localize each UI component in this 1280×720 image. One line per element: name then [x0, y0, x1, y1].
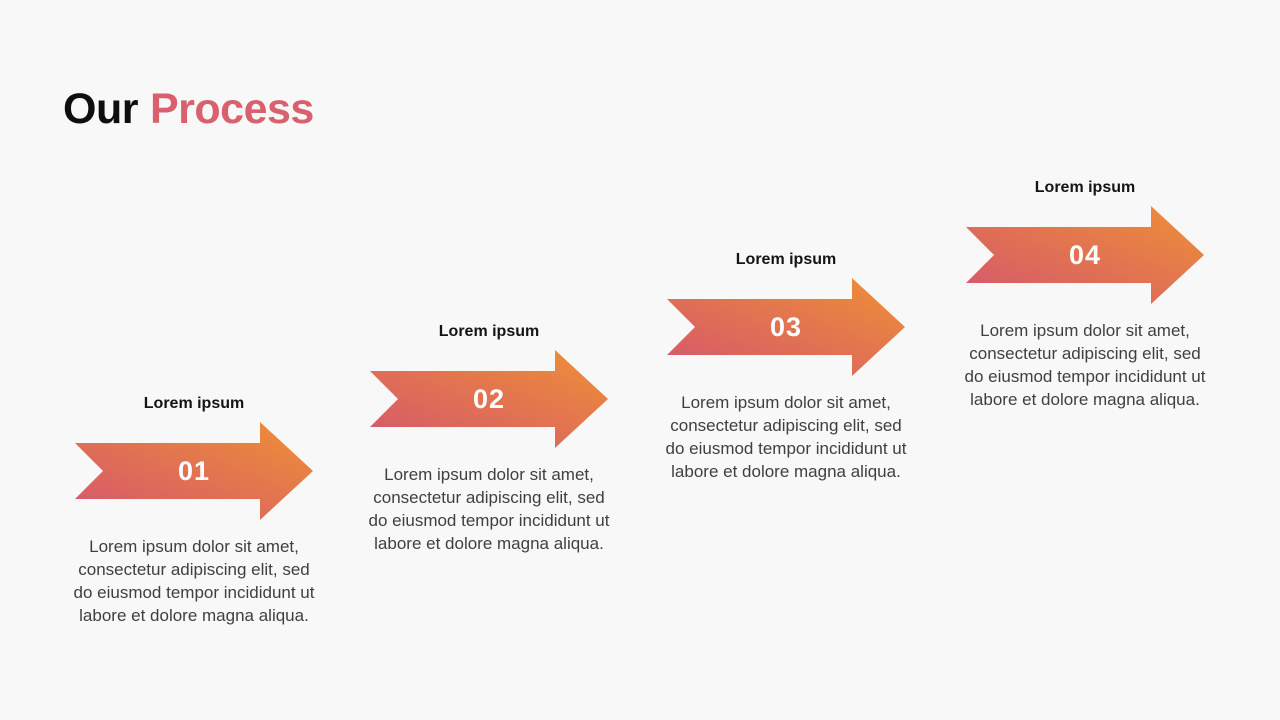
title-accent: Process: [149, 85, 314, 133]
process-step-4: Lorem ipsum 04 Lorem ipsum dolor sit ame…: [960, 178, 1210, 411]
step-description: Lorem ipsum dolor sit amet, consectetur …: [73, 537, 315, 625]
right-arrow-icon: [966, 206, 1204, 304]
step-number: 04: [1068, 239, 1102, 270]
step-number: 03: [769, 311, 803, 342]
step-description: Lorem ipsum dolor sit amet, consectetur …: [665, 393, 907, 481]
step-description: Lorem ipsum dolor sit amet, consectetur …: [964, 321, 1206, 409]
arrow-shape: 04: [966, 206, 1204, 304]
process-step-1: Lorem ipsum 01 Lorem ipsum dolor sit ame…: [69, 394, 319, 627]
step-number: 02: [472, 383, 506, 414]
process-step-2: Lorem ipsum 02 Lorem ipsum dolor sit ame…: [364, 322, 614, 555]
step-title: Lorem ipsum: [143, 395, 245, 412]
title-prefix: Our: [63, 85, 138, 133]
arrow-shape: 02: [370, 350, 608, 448]
arrow-shape: 03: [667, 278, 905, 376]
step-number: 01: [177, 455, 211, 486]
right-arrow-icon: [370, 350, 608, 448]
process-step-3: Lorem ipsum 03 Lorem ipsum dolor sit ame…: [661, 250, 911, 483]
step-title: Lorem ipsum: [438, 323, 540, 340]
step-title: Lorem ipsum: [735, 251, 837, 268]
step-title: Lorem ipsum: [1034, 179, 1136, 196]
step-description: Lorem ipsum dolor sit amet, consectetur …: [368, 465, 610, 553]
right-arrow-icon: [667, 278, 905, 376]
arrow-shape: 01: [75, 422, 313, 520]
right-arrow-icon: [75, 422, 313, 520]
